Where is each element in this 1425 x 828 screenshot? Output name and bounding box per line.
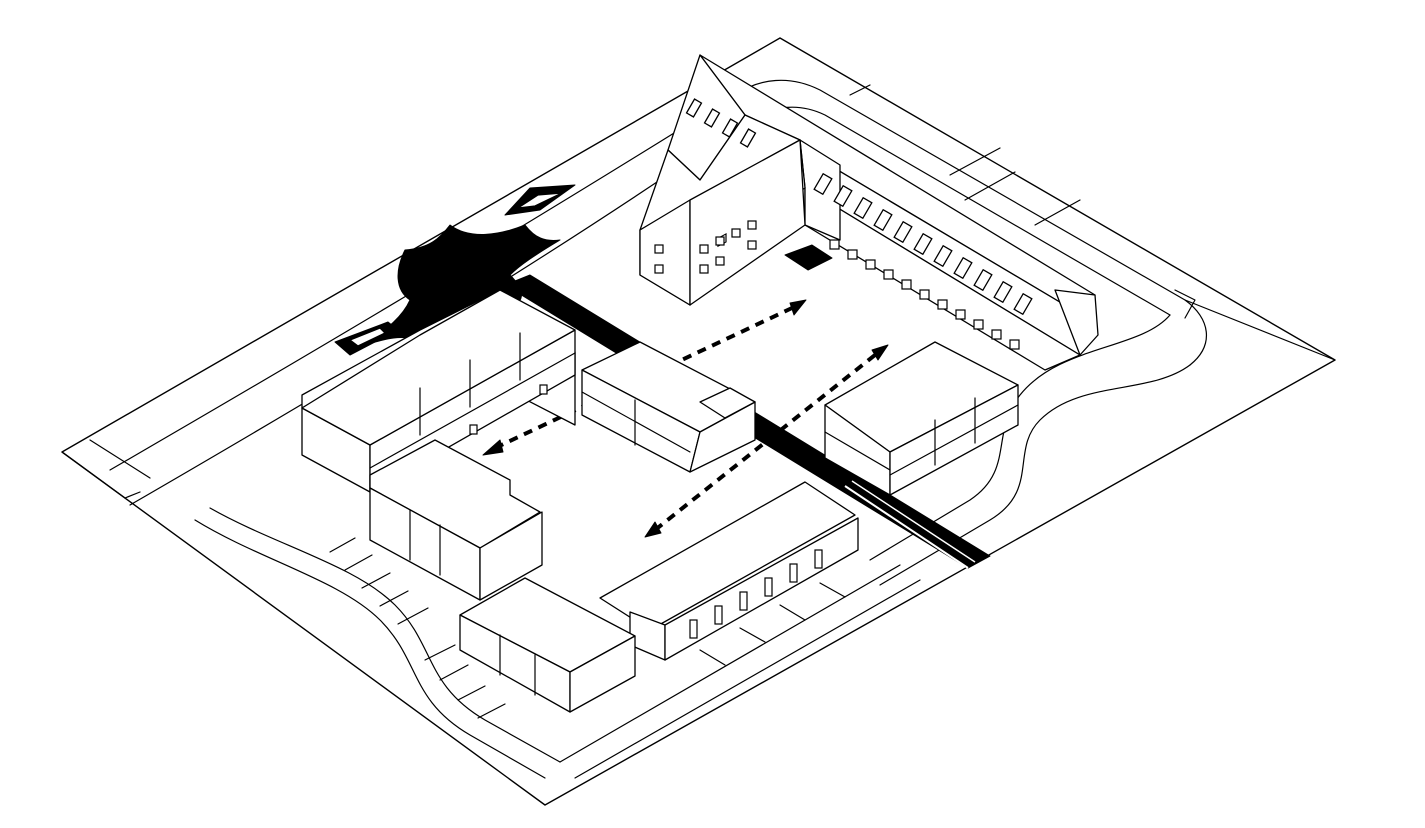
building-bottom-left — [459, 577, 636, 713]
site-plot — [61, 37, 1336, 806]
terrace-block — [639, 54, 1099, 371]
roundabout-junction — [334, 184, 576, 356]
building-right — [824, 341, 1019, 496]
building-bottom-long — [599, 481, 859, 661]
building-center — [581, 341, 756, 473]
building-left-lower — [369, 439, 543, 601]
